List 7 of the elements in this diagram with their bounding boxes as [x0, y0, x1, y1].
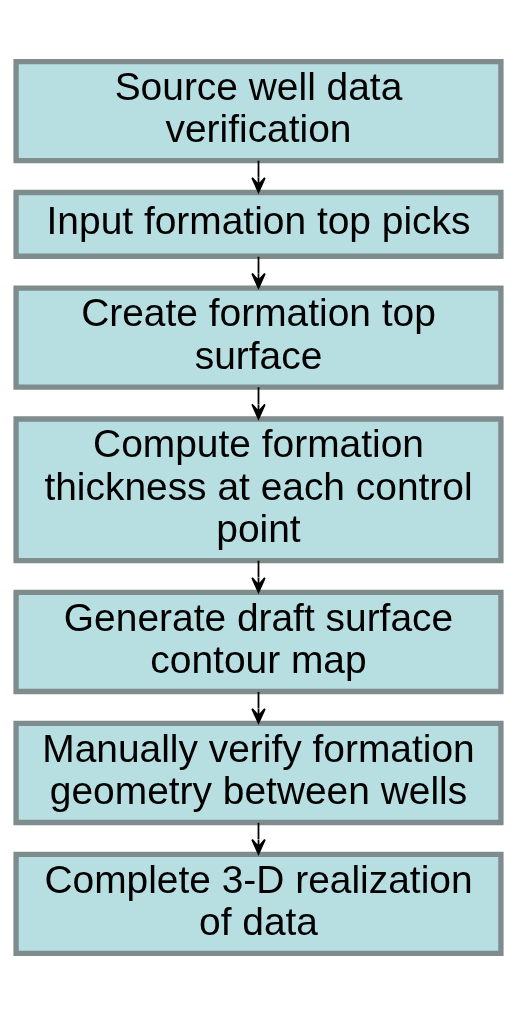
node-box: Source well data verification	[12, 58, 504, 164]
node-box: Input formation top picks	[12, 189, 504, 259]
node-box: Create formation top surface	[12, 285, 504, 390]
node-box: Manually verify formation geometry between wells	[12, 720, 504, 826]
node-box: Generate draft surface contour map	[12, 589, 504, 695]
node-box: Complete 3-D realization of data	[12, 851, 504, 957]
node-box: Compute formation thickness at each control point	[12, 416, 504, 564]
